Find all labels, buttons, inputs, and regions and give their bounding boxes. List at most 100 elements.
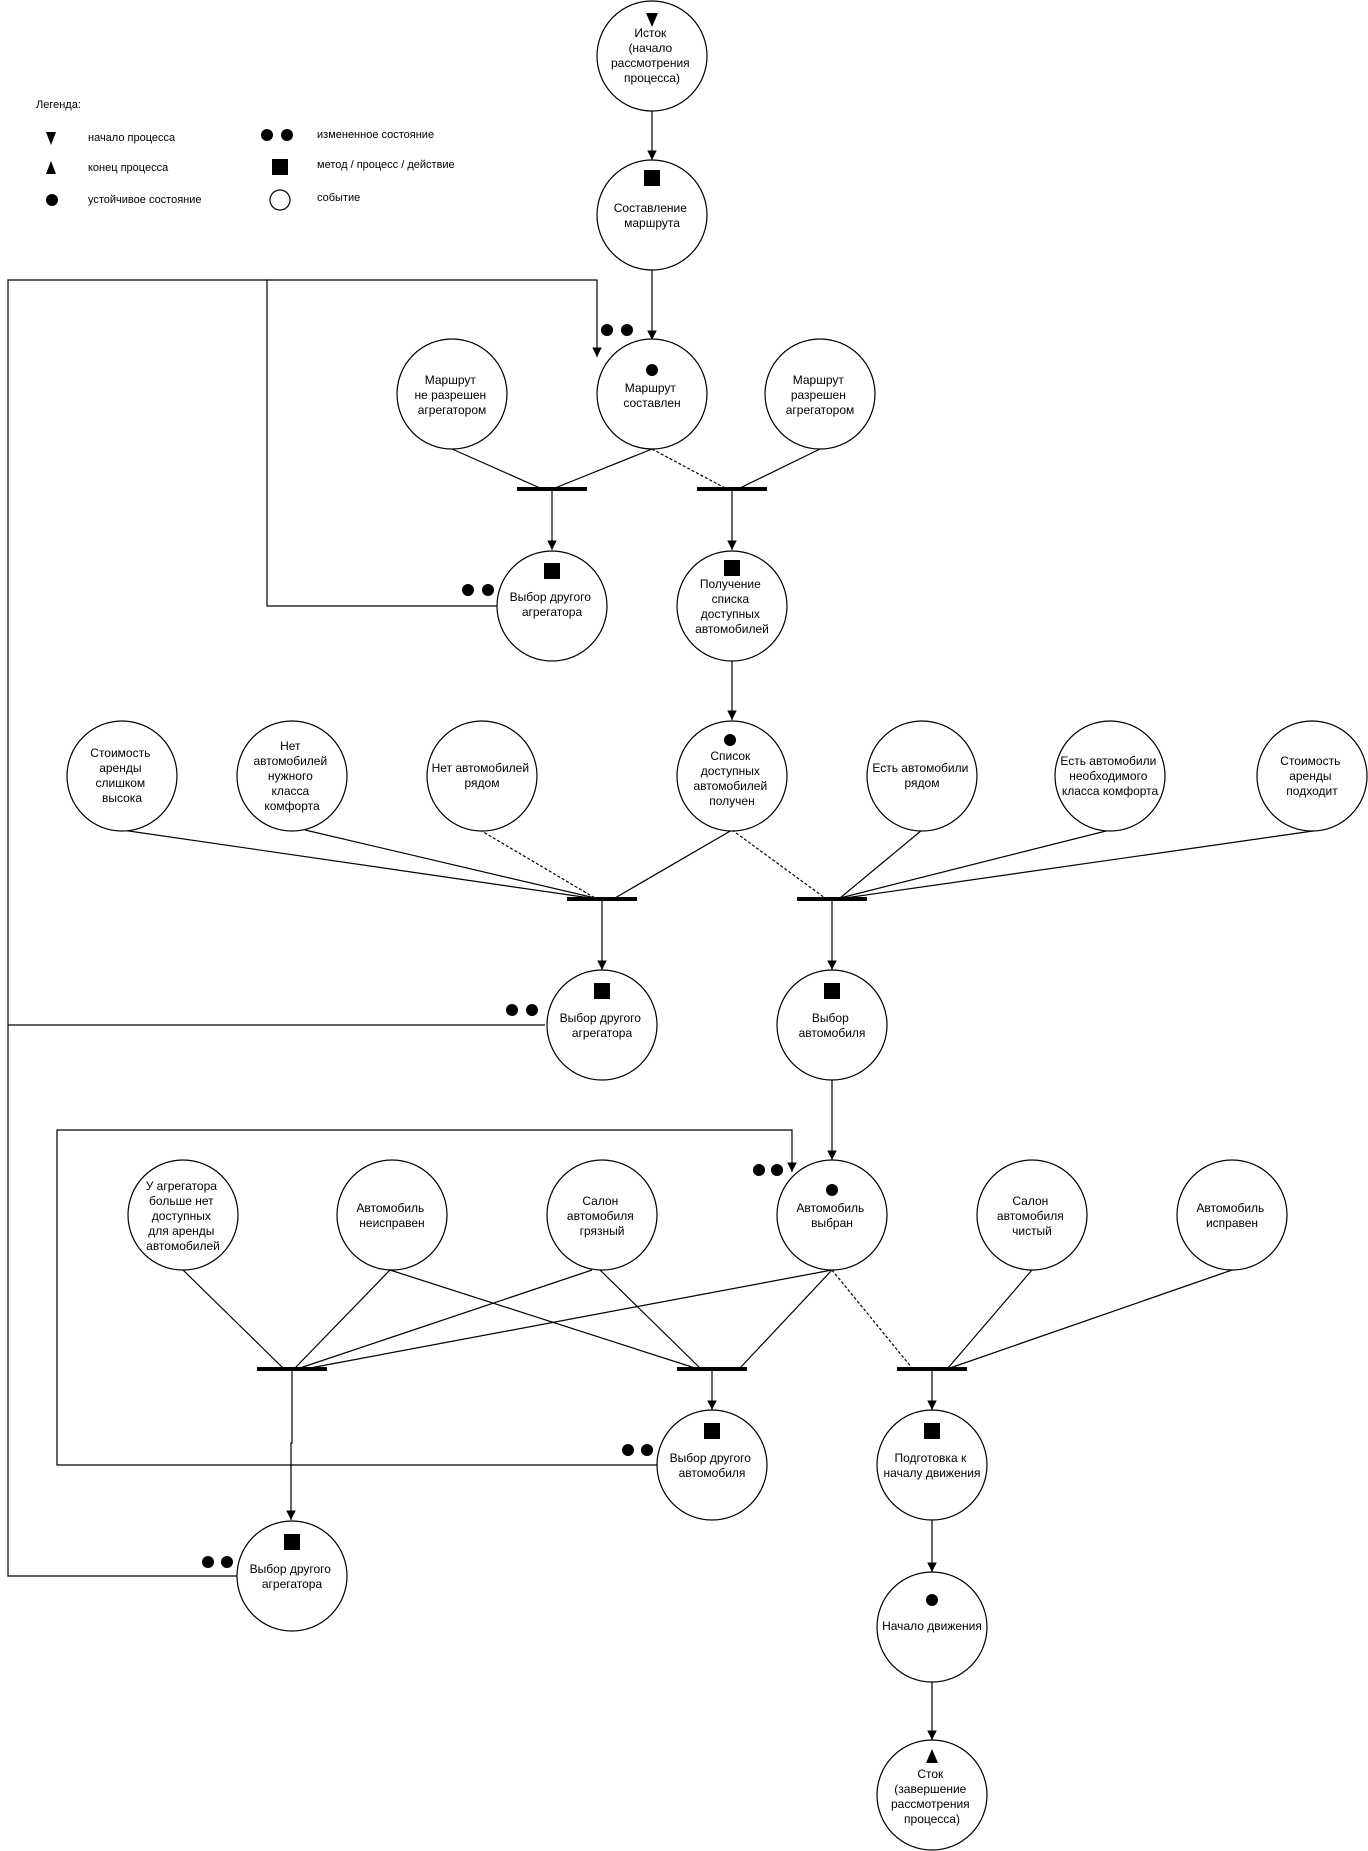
salon-dirty-node <box>546 1159 658 1271</box>
method-square-icon <box>272 159 288 175</box>
legend-title: Легенда: <box>36 99 81 111</box>
start-triangle-icon <box>646 13 658 27</box>
edge-line <box>451 448 541 489</box>
aggregator-no-cars-label: У агрегатора больше нет доступных для ар… <box>146 1179 221 1253</box>
legend-changed-label: измененное состояние <box>317 129 434 141</box>
source-node-label: Исток (начало рассмотрения процесса) <box>611 26 693 85</box>
car-chosen-label: Автомобиль выбран <box>796 1201 867 1230</box>
source-node <box>596 0 708 112</box>
method-square-icon <box>704 1423 720 1439</box>
changed-state-dot-icon <box>221 1556 233 1568</box>
stable-state-dot-icon <box>926 1594 938 1606</box>
edge-line <box>294 1269 391 1369</box>
changed-state-dot-icon <box>281 129 293 141</box>
edge-line <box>121 829 591 899</box>
transition-bar <box>897 1367 967 1371</box>
car-list-received-label: Список доступных автомобилей получен <box>693 749 770 808</box>
choose-other-car-label: Выбор другого автомобиля <box>670 1451 755 1480</box>
edge-line <box>831 1269 913 1369</box>
changed-state-dot-icon <box>753 1164 765 1176</box>
transition-bar <box>677 1367 747 1371</box>
loop-to-route-built <box>7 279 545 1026</box>
changed-state-dot-icon <box>462 584 474 596</box>
edge-arrow <box>286 1370 296 1520</box>
choose-aggregator-label: Выбор другого агрегатора <box>250 1562 335 1591</box>
cost-too-high-node <box>66 720 178 832</box>
changed-state-dot-icon <box>261 129 273 141</box>
motion-start-node <box>876 1571 988 1683</box>
choose-car-label: Выбор автомобиля <box>799 1011 866 1040</box>
method-square-icon <box>824 983 840 999</box>
edge-line <box>739 448 821 489</box>
salon-dirty-label: Салон автомобиля грязный <box>567 1194 637 1238</box>
route-forbidden-label: Маршрут не разрешен агрегатором <box>415 373 490 417</box>
choose-car-node <box>776 969 888 1081</box>
choose-aggregator-node <box>546 969 658 1081</box>
legend-start-label: начало процесса <box>88 132 176 144</box>
transition-bar <box>697 487 767 491</box>
stable-state-dot-icon <box>46 194 58 206</box>
start-triangle-icon <box>46 132 56 145</box>
event-circle-icon <box>269 189 291 211</box>
route-forbidden-node <box>396 338 508 450</box>
car-chosen-node <box>776 1159 888 1271</box>
method-square-icon <box>724 560 740 576</box>
nodes: Исток (начало рассмотрения процесса) Сос… <box>66 0 1368 1851</box>
edge-line <box>554 448 653 489</box>
loop-to-route-built <box>7 1025 237 1577</box>
edge-line <box>947 1269 1033 1369</box>
legend-method-label: метод / процесс / действие <box>317 159 455 171</box>
get-car-list-node <box>676 550 788 662</box>
salon-clean-label: Салон автомобиля чистый <box>997 1194 1067 1238</box>
class-cars-node <box>1054 720 1166 832</box>
edge-line <box>299 1269 593 1369</box>
cars-nearby-node <box>866 720 978 832</box>
cars-nearby-label: Есть автомобили рядом <box>872 761 971 790</box>
no-class-cars-label: Нет автомобилей нужного класса комфорта <box>253 739 330 813</box>
cost-too-high-label: Стоимость аренды слишком высока <box>90 746 153 805</box>
transition-bar <box>567 897 637 901</box>
edge-line <box>309 1269 833 1369</box>
edge-line <box>844 829 1321 899</box>
edge-line <box>182 1269 284 1369</box>
edge-line <box>731 829 826 899</box>
edge-line <box>839 829 1111 899</box>
no-cars-nearby-label: Нет автомобилей рядом <box>432 761 533 790</box>
changed-state-dot-icon <box>526 1004 538 1016</box>
transition-bar <box>517 487 587 491</box>
stable-state-dot-icon <box>724 734 736 746</box>
end-triangle-icon <box>46 161 56 174</box>
route-built-label: Маршрут составлен <box>623 381 680 410</box>
get-car-list-label: Получение списка доступных автомобилей <box>695 577 769 636</box>
route-build-node <box>596 159 708 271</box>
edge-line <box>839 829 923 899</box>
edge-line <box>599 1269 701 1369</box>
changed-state-dot-icon <box>506 1004 518 1016</box>
transition-bar <box>797 897 867 901</box>
end-triangle-icon <box>926 1749 938 1763</box>
legend-end-label: конец процесса <box>88 162 169 174</box>
changed-state-dot-icon <box>482 584 494 596</box>
loop-to-car-chosen <box>56 1129 797 1466</box>
car-ok-label: Автомобиль исправен <box>1196 1201 1267 1230</box>
edge-line <box>614 829 733 899</box>
edge-line <box>651 448 726 489</box>
stable-state-dot-icon <box>826 1184 838 1196</box>
changed-state-dot-icon <box>202 1556 214 1568</box>
choose-aggregator-label: Выбор другого агрегатора <box>560 1011 645 1040</box>
edge-line <box>304 829 596 899</box>
edge-line <box>479 829 596 899</box>
stable-state-dot-icon <box>646 364 658 376</box>
method-square-icon <box>644 170 660 186</box>
cost-ok-label: Стоимость аренды подходит <box>1280 754 1343 798</box>
changed-state-dot-icon <box>771 1164 783 1176</box>
choose-aggregator-node <box>496 550 608 662</box>
car-broken-node <box>336 1159 448 1271</box>
edge-line <box>949 1269 1233 1369</box>
no-cars-nearby-node <box>426 720 538 832</box>
route-build-label: Составление маршрута <box>614 201 691 230</box>
legend-event-label: событие <box>317 192 360 204</box>
changed-state-dot-icon <box>641 1444 653 1456</box>
changed-state-dot-icon <box>622 1444 634 1456</box>
